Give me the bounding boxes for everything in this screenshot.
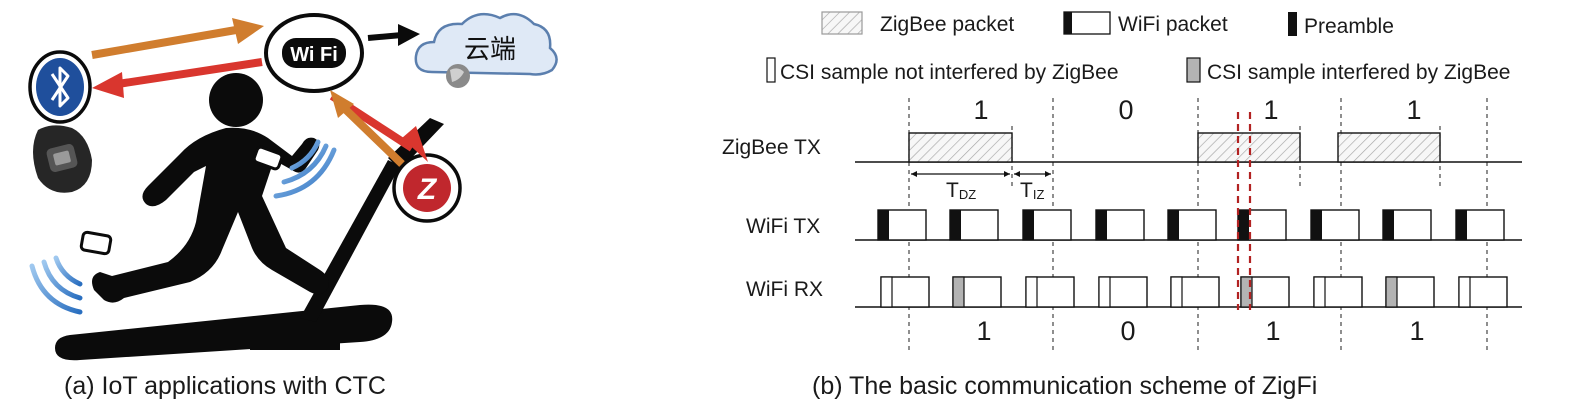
top-bit-3: 1 bbox=[1263, 95, 1278, 125]
caption-a: (a) IoT applications with CTC bbox=[64, 372, 386, 400]
wifi-rx-packet bbox=[1385, 276, 1435, 308]
legend-zigbee-label: ZigBee packet bbox=[880, 13, 1014, 36]
row-label-zigbee-tx: ZigBee TX bbox=[722, 136, 821, 159]
communication-arrows bbox=[91, 18, 428, 167]
wifi-logo-icon: Wi Fi bbox=[264, 13, 364, 93]
csi-sample-interfered bbox=[952, 276, 965, 308]
cloud-label: 云端 bbox=[464, 34, 516, 64]
bottom-bit-1: 1 bbox=[976, 316, 991, 346]
iot-illustration: Wi Fi 云端 Z bbox=[28, 12, 558, 361]
wifi-rx-packet bbox=[1098, 276, 1148, 308]
legend-zigbee-swatch bbox=[821, 11, 863, 35]
csi-sample-clean bbox=[1098, 276, 1111, 308]
wifi-rx-packet bbox=[1313, 276, 1363, 308]
runner-icon bbox=[79, 73, 329, 303]
top-bit-4: 1 bbox=[1406, 95, 1421, 125]
wifi-rx-packet bbox=[880, 276, 930, 308]
wifi-rx-packet bbox=[1170, 276, 1220, 308]
cloud-icon: 云端 bbox=[414, 12, 558, 88]
bluetooth-logo-icon bbox=[28, 50, 92, 124]
preamble bbox=[1096, 210, 1107, 240]
preamble bbox=[1168, 210, 1179, 240]
wifi-rx-packet bbox=[952, 276, 1002, 308]
legend-csi-clean-swatch bbox=[766, 57, 776, 83]
wifi-tx-packet bbox=[1167, 209, 1217, 241]
legend-preamble-swatch bbox=[1288, 12, 1297, 36]
zigbee-logo-icon: Z bbox=[392, 153, 462, 223]
caption-b: (b) The basic communication scheme of Zi… bbox=[812, 372, 1317, 400]
bottom-bit-3: 1 bbox=[1265, 316, 1280, 346]
wifi-tx-packet bbox=[1310, 209, 1360, 241]
top-bit-1: 1 bbox=[973, 95, 988, 125]
csi-sample-clean bbox=[1170, 276, 1183, 308]
tiz-label: TIZ bbox=[1020, 179, 1044, 202]
zigbee-logo-text: Z bbox=[417, 173, 438, 206]
legend-preamble-label: Preamble bbox=[1304, 15, 1394, 38]
zigbee-packet bbox=[908, 132, 1013, 163]
legend-csi-interfered-label: CSI sample interfered by ZigBee bbox=[1207, 61, 1510, 84]
timing-annotations: TDZ TIZ bbox=[911, 171, 1051, 202]
zigbee-tx-row bbox=[855, 132, 1522, 163]
wifi-tx-packet bbox=[1455, 209, 1505, 241]
zigbee-packet bbox=[1337, 132, 1441, 163]
bottom-bit-4: 1 bbox=[1409, 316, 1424, 346]
row-label-wifi-rx: WiFi RX bbox=[746, 278, 823, 301]
preamble bbox=[878, 210, 889, 240]
fitness-band-icon bbox=[33, 125, 92, 193]
wifi-logo-text: Wi Fi bbox=[290, 44, 338, 66]
csi-sample-clean bbox=[1458, 276, 1471, 308]
legend: ZigBee packet WiFi packet Preamble CSI s… bbox=[766, 11, 1510, 84]
wifi-tx-row bbox=[855, 209, 1522, 241]
bottom-bit-2: 0 bbox=[1120, 316, 1135, 346]
wifi-rx-packet bbox=[1458, 276, 1508, 308]
csi-sample-clean bbox=[1313, 276, 1326, 308]
preamble bbox=[1023, 210, 1034, 240]
row-label-wifi-tx: WiFi TX bbox=[746, 215, 820, 238]
interference-markers bbox=[1236, 112, 1252, 310]
preamble bbox=[1311, 210, 1322, 240]
top-bit-2: 0 bbox=[1118, 95, 1133, 125]
wifi-rx-packet bbox=[1025, 276, 1075, 308]
csi-sample-clean bbox=[1025, 276, 1038, 308]
wifi-rx-row bbox=[855, 276, 1522, 308]
wifi-tx-packet bbox=[1237, 209, 1287, 241]
wifi-tx-packet bbox=[1382, 209, 1432, 241]
tdz-label: TDZ bbox=[946, 179, 976, 202]
legend-csi-clean-label: CSI sample not interfered by ZigBee bbox=[780, 61, 1119, 84]
top-bits: 1 0 1 1 bbox=[973, 95, 1421, 125]
csi-sample-clean bbox=[880, 276, 893, 308]
preamble bbox=[950, 210, 961, 240]
csi-sample-interfered bbox=[1240, 276, 1253, 308]
wifi-rx-packet bbox=[1240, 276, 1290, 308]
preamble bbox=[1238, 210, 1249, 240]
wifi-tx-packet bbox=[1022, 209, 1072, 241]
csi-sample-interfered bbox=[1385, 276, 1398, 308]
preamble bbox=[1456, 210, 1467, 240]
wifi-tx-packet bbox=[1095, 209, 1145, 241]
preamble bbox=[1383, 210, 1394, 240]
wifi-tx-packet bbox=[877, 209, 927, 241]
bottom-bits: 1 0 1 1 bbox=[976, 316, 1424, 346]
wifi-tx-packet bbox=[949, 209, 999, 241]
legend-csi-interfered-swatch bbox=[1186, 57, 1201, 83]
signal-waves-icon bbox=[29, 139, 337, 315]
legend-wifi-label: WiFi packet bbox=[1118, 13, 1228, 36]
